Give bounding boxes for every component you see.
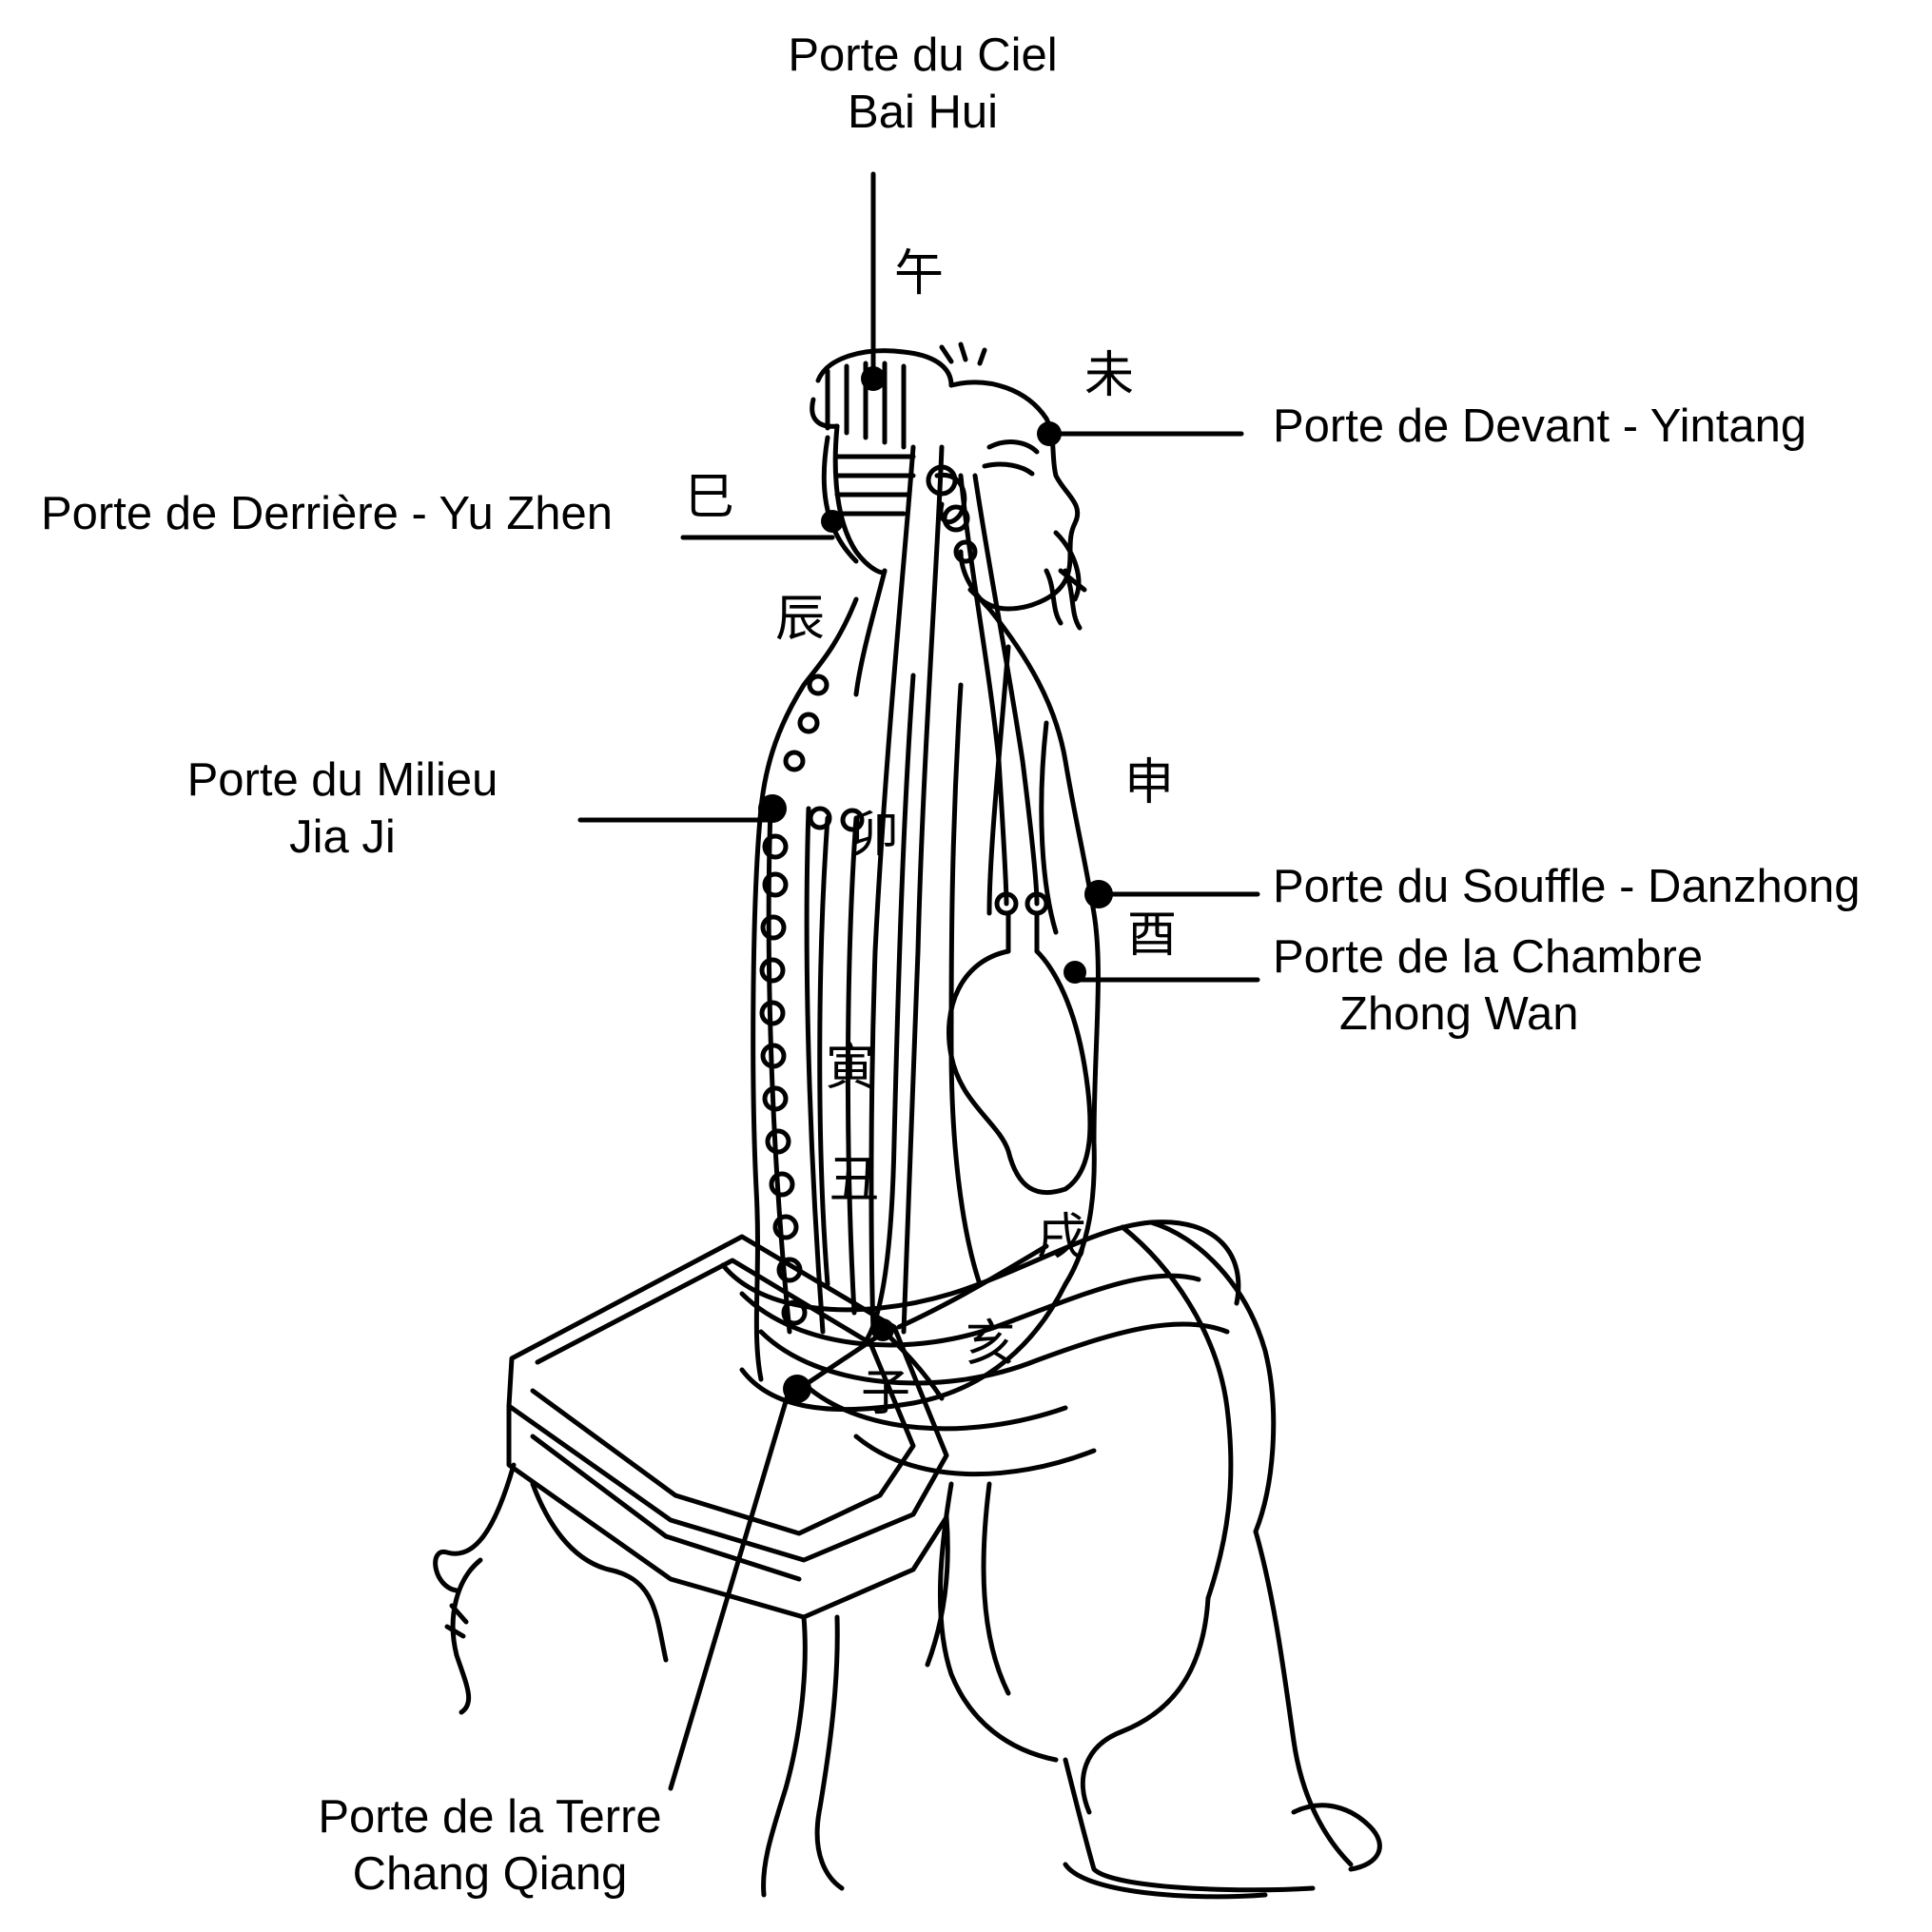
branch-glyph-yin: 寅 [826, 1040, 875, 1097]
branch-glyph-you: 酉 [1127, 907, 1177, 964]
robe-drawing [720, 1220, 1382, 1900]
yintang-point [1037, 421, 1062, 446]
label-bai-hui-line2: Bai Hui [848, 87, 998, 138]
label-chang-qiang-line2: Chang Qiang [352, 1848, 628, 1900]
label-jia-ji-line1: Porte du Milieu [186, 754, 498, 806]
zhong-wan-point [1064, 961, 1086, 984]
label-yintang: Porte de Devant - Yintang [1273, 400, 1807, 452]
energy-channels [796, 444, 1049, 1401]
branch-glyph-hai: 亥 [966, 1316, 1015, 1373]
branch-glyph-xu: 戌 [1037, 1209, 1086, 1266]
head-drawing [810, 342, 1087, 631]
branch-glyph-zi: 子 [861, 1365, 910, 1422]
chang-qiang-point [783, 1375, 811, 1403]
danzhong-point [1084, 880, 1113, 908]
branch-glyph-mao: 卯 [849, 807, 899, 864]
label-danzhong: Porte du Souffle - Danzhong [1273, 861, 1861, 912]
hui-yin-point [871, 1318, 894, 1341]
spine-vertebrae [759, 673, 829, 1335]
yu-zhen-point [821, 510, 844, 533]
label-zhong-wan: Porte de la Chambre Zhong Wan [1273, 928, 1703, 1043]
jia-ji-point [758, 794, 787, 823]
branch-glyph-chen: 辰 [775, 591, 825, 648]
label-bai-hui-line1: Porte du Ciel [788, 29, 1058, 81]
branch-glyph-wu: 午 [894, 245, 944, 302]
label-chang-qiang: Porte de la Terre Chang Qiang [304, 1788, 675, 1903]
branch-glyph-chou: 丑 [829, 1152, 879, 1209]
bai-hui-point [861, 366, 886, 391]
gate-points [758, 366, 1113, 1403]
pointer-lines [577, 171, 1260, 1791]
branch-glyph-wei: 未 [1084, 347, 1134, 404]
label-bai-hui: Porte du Ciel Bai Hui [751, 27, 1094, 141]
label-jia-ji-line2: Jia Ji [289, 811, 396, 863]
label-yu-zhen: Porte de Derrière - Yu Zhen [41, 488, 614, 539]
branch-glyph-si: 巳 [685, 469, 734, 526]
label-chang-qiang-line1: Porte de la Terre [318, 1791, 662, 1843]
label-zhong-wan-line2: Zhong Wan [1339, 988, 1579, 1040]
branch-glyph-shen: 申 [1124, 754, 1174, 811]
label-zhong-wan-line1: Porte de la Chambre [1273, 931, 1704, 983]
label-jia-ji: Porte du Milieu Jia Ji [152, 751, 533, 866]
